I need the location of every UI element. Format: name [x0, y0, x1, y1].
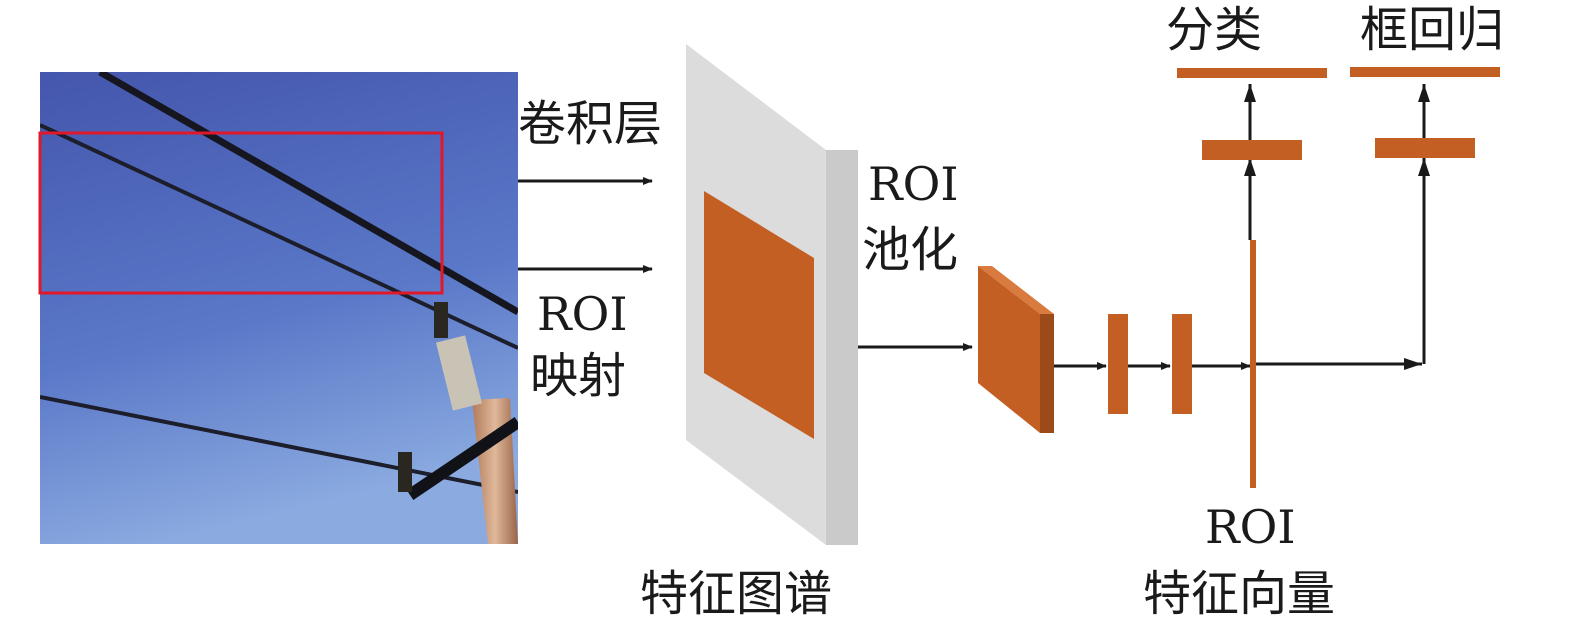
label-roi-pooling-1: ROI [868, 157, 959, 211]
roi-box [38, 131, 444, 295]
reg-arrowhead-horizontal [1404, 358, 1422, 370]
insulator-body-1 [435, 335, 483, 411]
power-line-1 [98, 72, 518, 316]
roi-feature-vector [1250, 240, 1256, 488]
cls-arrowhead-lower [1244, 158, 1256, 176]
feature-map [686, 44, 858, 545]
fc-layer-1 [1108, 314, 1128, 414]
label-feature-map: 特征图谱 [640, 566, 832, 622]
label-roi-vector-2: 特征向量 [1143, 566, 1335, 622]
pooled-feature-top [978, 266, 1054, 314]
label-classification: 分类 [1166, 2, 1262, 58]
reg-output [1350, 67, 1500, 77]
label-roi-vector-1: ROI [1205, 500, 1296, 554]
pooled-feature [978, 266, 1054, 433]
crossarm [406, 417, 518, 500]
insulator-1 [434, 302, 448, 338]
label-bbox-regression: 框回归 [1360, 2, 1504, 58]
fc-layer-2 [1172, 314, 1192, 414]
reg-arrowhead-upper [1418, 84, 1430, 102]
cls-arrowhead-upper [1244, 84, 1256, 102]
insulator-2 [398, 452, 412, 492]
reg-arrowhead-lower [1418, 158, 1430, 176]
cls-output [1177, 68, 1327, 78]
pooled-feature-side [1040, 314, 1054, 433]
cls-fc [1202, 140, 1302, 160]
feature-map-roi [704, 191, 814, 439]
label-roi-pooling-2: 池化 [862, 222, 958, 278]
label-conv-layer: 卷积层 [518, 96, 662, 152]
pooled-feature-front [978, 266, 1040, 433]
input-image [38, 72, 518, 544]
feature-map-side [826, 150, 858, 545]
label-roi-mapping-2: 映射 [530, 348, 626, 404]
label-roi-mapping-1: ROI [537, 287, 628, 341]
reg-fc [1375, 138, 1475, 158]
